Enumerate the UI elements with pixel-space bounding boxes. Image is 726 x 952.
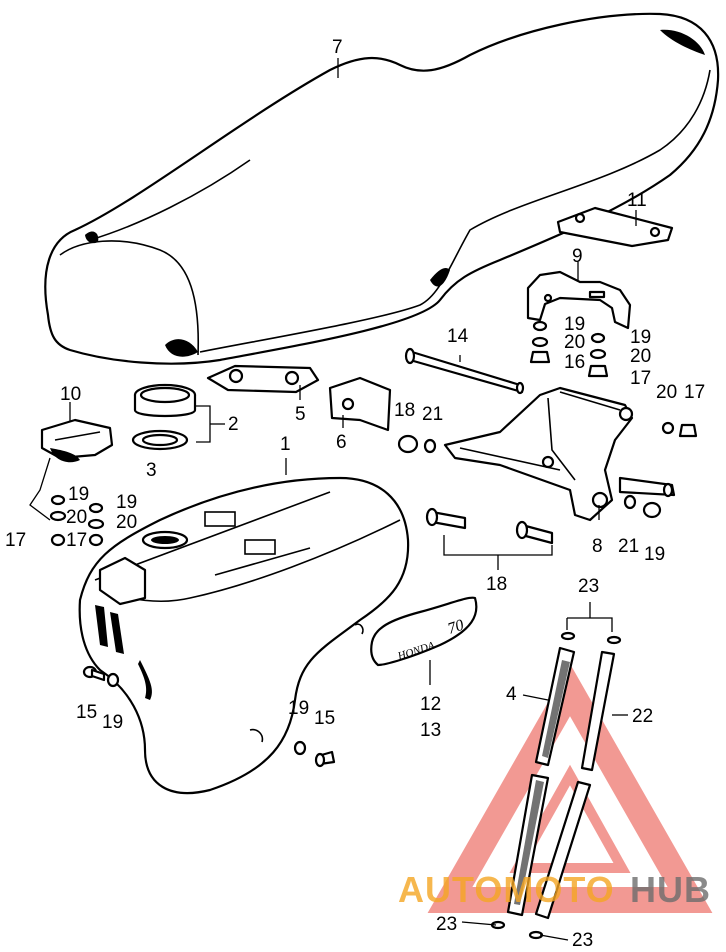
gasket — [131, 429, 189, 451]
label-6: 6 — [336, 432, 347, 453]
label-19c: 19 — [68, 484, 89, 505]
washer-right — [623, 494, 637, 510]
label-1: 1 — [280, 434, 291, 455]
label-17b: 17 — [630, 368, 651, 389]
seat — [44, 12, 720, 365]
label-17d: 17 — [5, 530, 26, 551]
grommet-left — [397, 434, 419, 454]
label-2: 2 — [228, 414, 239, 435]
label-20d: 20 — [66, 507, 87, 528]
mount-plate — [328, 376, 392, 432]
label-18a: 18 — [394, 400, 415, 421]
bolt-left — [82, 665, 120, 688]
watermark-part1: AUTOMOTO — [398, 869, 615, 910]
label-23c: 23 — [572, 930, 593, 951]
label-19b: 19 — [630, 327, 651, 348]
label-10: 10 — [60, 384, 81, 405]
label-11: 11 — [627, 190, 647, 211]
seat-bracket — [556, 206, 674, 248]
label-7: 7 — [332, 37, 343, 58]
label-22: 22 — [632, 706, 653, 727]
label-19f: 19 — [288, 698, 309, 719]
label-16: 18 — [486, 574, 507, 595]
washer-left — [423, 438, 437, 454]
label-17c: 17 — [684, 382, 705, 403]
bolt-bottom — [293, 740, 336, 768]
emblem-model: 70 — [446, 617, 466, 638]
fuel-tank — [78, 476, 410, 795]
label-19e: 19 — [102, 712, 123, 733]
label-17a: 16 — [564, 352, 585, 373]
bolts — [425, 507, 554, 545]
label-13: 13 — [420, 720, 441, 741]
long-bolt — [404, 347, 525, 395]
label-4: 4 — [506, 684, 517, 705]
seat-hinge-frame — [443, 386, 676, 522]
label-20b: 20 — [630, 346, 651, 367]
grommet-right — [642, 501, 662, 519]
label-9: 9 — [572, 246, 583, 267]
label-20c: 20 — [656, 382, 677, 403]
label-23b: 23 — [436, 914, 457, 935]
label-20a: 20 — [564, 332, 585, 353]
seat-lock — [29, 418, 114, 521]
label-3: 3 — [146, 460, 157, 481]
hardware-left — [49, 494, 105, 547]
label-8: 8 — [592, 536, 603, 557]
label-17e: 17 — [66, 530, 87, 551]
tank-plate — [206, 364, 320, 394]
label-12: 12 — [420, 694, 441, 715]
watermark-logo — [427, 663, 713, 913]
hardware-right — [529, 320, 698, 438]
label-15a: 15 — [76, 702, 97, 723]
watermark-text: AUTOMOTO HUB — [398, 869, 711, 910]
label-15b: 15 — [314, 708, 335, 729]
label-5: 5 — [295, 404, 306, 425]
label-19d: 19 — [116, 492, 137, 513]
label-23a: 23 — [578, 576, 599, 597]
leader-lines — [69, 58, 637, 941]
label-18b: 19 — [644, 544, 665, 565]
label-14: 14 — [447, 326, 469, 347]
honda-emblem: HONDA 70 — [370, 596, 478, 667]
part-labels: 7 11 9 14 10 2 3 5 6 1 18 21 19 20 16 19… — [5, 37, 705, 951]
cap-seal — [133, 383, 197, 418]
side-stripes — [506, 646, 616, 920]
rear-bracket — [526, 270, 632, 330]
label-21b: 21 — [618, 536, 639, 557]
label-21a: 21 — [422, 404, 443, 425]
watermark-part2: HUB — [630, 869, 711, 910]
label-20e: 20 — [116, 512, 137, 533]
label-19a: 19 — [564, 314, 585, 335]
